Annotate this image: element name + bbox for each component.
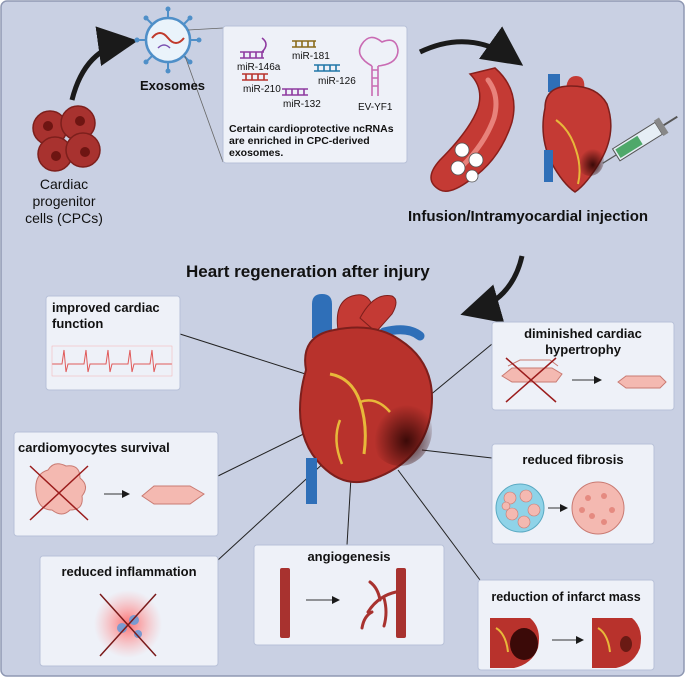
cpc-cells-icon xyxy=(32,105,101,172)
effect-function-label: improved cardiac function xyxy=(52,300,160,332)
mirna-210-label: miR-210 xyxy=(243,84,281,95)
mirna-146a-label: miR-146a xyxy=(237,62,281,73)
effect-survival-label: cardiomyocytes survival xyxy=(18,440,170,455)
effect-function-line2: function xyxy=(52,316,104,331)
effect-hypertrophy-line1: diminished cardiac xyxy=(524,326,642,341)
mirna-hairpins-icon xyxy=(240,36,399,96)
regenerating-heart-icon xyxy=(298,294,433,504)
evyf1-label: EV-YF1 xyxy=(358,102,393,113)
mirna-181-label: miR-181 xyxy=(292,51,330,62)
angiogenesis-vessels-icon xyxy=(280,568,406,638)
ncrna-note-line2: are enriched in CPC-derived xyxy=(229,135,370,147)
cpc-label-line2: progenitor xyxy=(32,193,96,209)
ecg-trace-icon xyxy=(52,349,172,373)
exosomes-label: Exosomes xyxy=(140,78,206,93)
delivery-label: Infusion/Intramyocardial injection xyxy=(408,208,649,225)
zoom-line-top xyxy=(187,27,224,31)
arrow-exosome-to-injection-icon xyxy=(418,26,524,66)
ncrna-note-line3: exosomes. xyxy=(229,147,284,159)
effect-inflammation-label: reduced inflammation xyxy=(61,564,197,579)
panel-cardiac-function xyxy=(45,295,181,391)
figure-title: Heart regeneration after injury xyxy=(186,262,430,281)
arrow-injection-to-heart-icon xyxy=(460,255,525,323)
hypertrophy-cells-icon xyxy=(501,357,667,403)
fibrosis-tissue-icon xyxy=(495,481,625,535)
effect-hypertrophy-label: diminished cardiac hypertrophy xyxy=(492,326,674,358)
infarct-mass-icon xyxy=(490,618,641,668)
ncrna-note-line1: Certain cardioprotective ncRNAs xyxy=(229,123,394,135)
inflammation-icon xyxy=(94,590,162,658)
cpc-label: Cardiac progenitor cells (CPCs) xyxy=(14,176,114,227)
effect-angiogenesis-label: angiogenesis xyxy=(307,549,391,564)
arrow-cells-to-exosome-icon xyxy=(69,26,138,101)
blood-vessel-icon xyxy=(430,67,515,192)
zoom-line-bottom xyxy=(184,55,224,163)
small-heart-icon xyxy=(542,74,612,193)
effect-hypertrophy-line2: hypertrophy xyxy=(545,342,621,357)
effect-function-line1: improved cardiac xyxy=(52,300,160,315)
survival-cells-icon xyxy=(29,463,205,521)
ncrna-note: Certain cardioprotective ncRNAs are enri… xyxy=(229,123,394,159)
syringe-icon xyxy=(602,115,678,164)
effect-fibrosis-label: reduced fibrosis xyxy=(522,452,624,467)
cpc-label-line3: cells (CPCs) xyxy=(25,210,103,226)
exosome-icon xyxy=(134,6,202,74)
cpc-label-line1: Cardiac xyxy=(39,176,89,192)
mirna-126-label: miR-126 xyxy=(318,76,356,87)
mirna-132-label: miR-132 xyxy=(283,99,321,110)
effect-infarct-label: reduction of infarct mass xyxy=(491,590,641,604)
ncrna-panel xyxy=(222,25,408,164)
